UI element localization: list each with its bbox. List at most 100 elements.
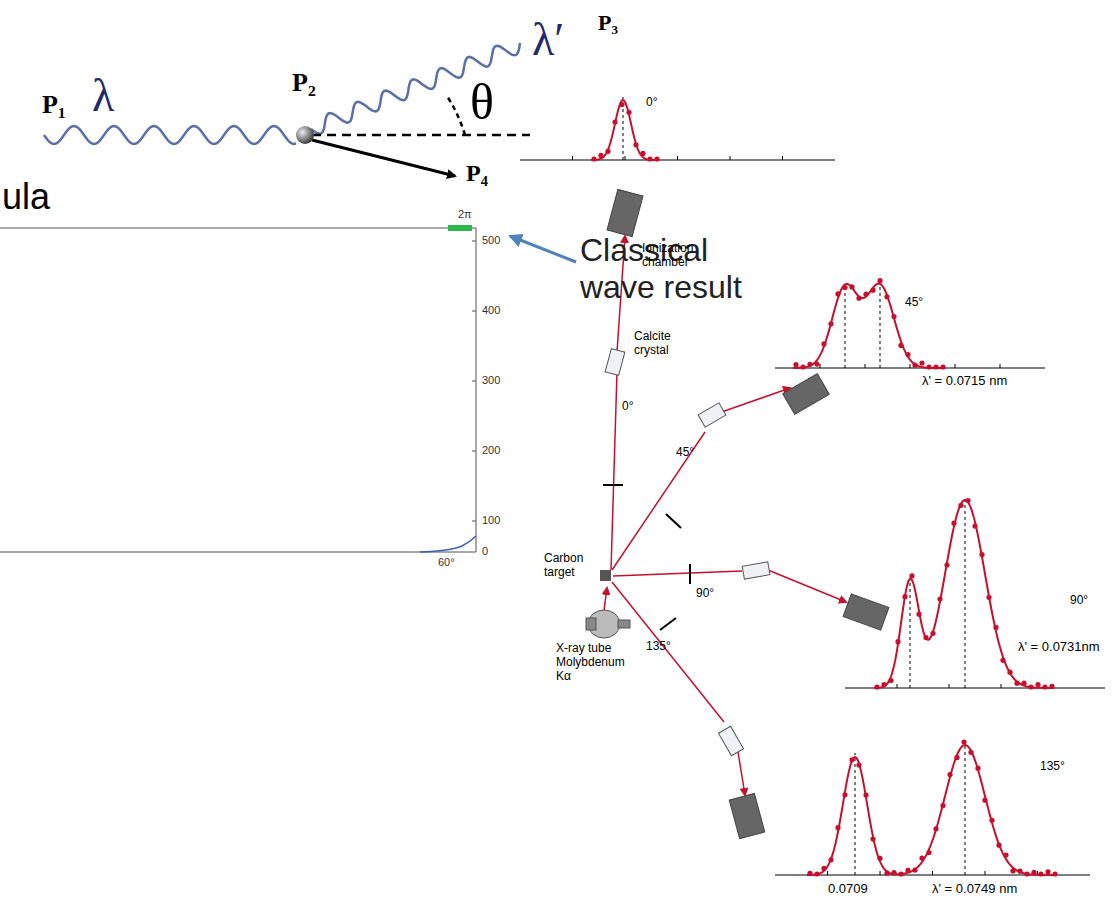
beam-135 [612,582,745,795]
tick [985,871,986,875]
wavelength-symbol: λ [92,70,114,123]
calcite-crystal [698,403,726,427]
photon-wave [311,43,520,134]
wavelength-label: λ' = 0.0749 nm [932,882,1017,897]
data-point [905,352,910,357]
data-point [919,856,924,861]
data-point [821,341,826,346]
data-point [926,850,931,855]
tick [865,364,866,368]
data-point [870,837,875,842]
data-point [979,552,984,557]
slit [660,618,676,630]
axis-label: 60° [438,556,455,569]
calcite-crystals [605,349,770,756]
data-point [814,871,819,876]
point-label: P₄ [466,160,488,188]
data-point [968,750,973,755]
data-point [891,870,896,875]
partial-text: ula [2,176,50,217]
data-point [874,684,879,689]
intensity-curve [807,745,1055,875]
wavelength-symbol: λ′ [532,14,564,67]
data-point [930,631,935,636]
data-point [884,871,889,876]
data-point [835,825,840,830]
intensity-curve [874,500,1054,688]
part-label: Calcite crystal [634,330,694,358]
data-point [807,362,812,367]
data-point [891,314,896,319]
angle-label: 0° [622,400,633,414]
data-point [807,871,812,876]
ionization-chamber [607,189,643,236]
tick [625,156,626,160]
data-point [1049,684,1054,689]
data-point [835,291,840,296]
data-point [993,625,998,630]
data-point [909,573,914,578]
callout-arrow [510,236,576,262]
data-point [619,102,624,107]
angle-symbol: θ [470,74,494,132]
data-point [598,153,603,158]
data-point [912,363,917,368]
ionization-chamber [843,594,889,630]
data-point [800,364,805,369]
data-point [902,594,907,599]
ionization-chamber [783,374,830,415]
tick [1001,684,1002,688]
data-point [793,362,798,367]
tick-label: 500 [482,234,500,247]
data-point [1035,682,1040,687]
data-point [912,868,917,873]
peak-marker [845,284,846,368]
electron-recoil [312,140,455,176]
incident-direction [312,134,530,137]
wavelength-label: λ' = 0.0731nm [1018,640,1100,655]
point-label: P₁ [42,90,66,120]
carbon-target [600,570,611,581]
tick [1000,364,1001,368]
intensity-plot [845,496,1105,690]
peak-marker [910,579,911,688]
data-point [1052,871,1057,876]
chart-frame [0,228,476,552]
angle-arc [447,96,465,135]
intensity-curve [591,100,659,160]
tick [880,871,881,875]
ionization-chamber [729,793,764,838]
tick [677,156,678,160]
part-label: Ionization chamber [642,242,712,270]
tick-label: 300 [482,374,500,387]
data-point [1014,681,1019,686]
data-point [986,595,991,600]
data-point [947,772,952,777]
chart-fragment [0,228,476,552]
tick [730,156,731,160]
data-point [821,866,826,871]
data-point [905,868,910,873]
intensity-plot [520,96,835,162]
tick-label: 200 [482,444,500,457]
calcite-crystal [742,562,770,579]
calcite-crystal [718,726,743,756]
data-point [1003,853,1008,858]
data-point [940,364,945,369]
data-point [1007,670,1012,675]
angle-label: 0° [646,96,657,110]
data-point [1045,869,1050,874]
point-label: P₃ [598,10,618,35]
angle-label: 90° [696,587,714,601]
data-point [898,343,903,348]
data-point [961,739,966,744]
data-point [828,321,833,326]
data-point [898,871,903,876]
point-label: P₂ [292,68,316,98]
data-point [926,364,931,369]
data-point [884,294,889,299]
data-point [849,284,854,289]
tick-label: 0 [482,545,488,558]
tick [572,156,573,160]
